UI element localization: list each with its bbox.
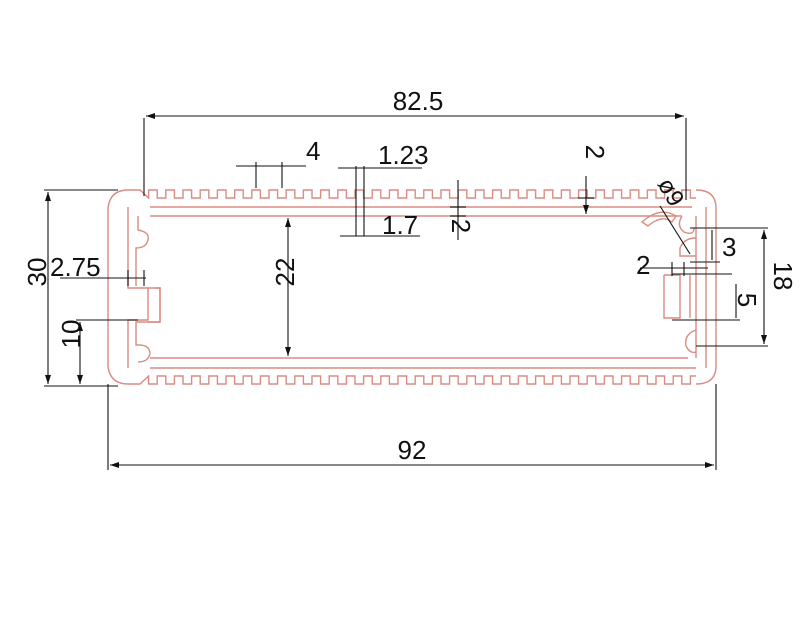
inner-bottom-wall — [150, 357, 696, 369]
bottom-fins — [128, 374, 696, 385]
dim-fin-height: 2 — [580, 145, 610, 159]
left-slot — [148, 287, 161, 323]
dim-overall-width: 92 — [398, 435, 427, 465]
dim-slot-spacing: 18 — [768, 262, 798, 291]
dim-hole-diameter: ø9 — [652, 173, 689, 211]
dim-overall-inner-span: 82.5 — [393, 86, 444, 116]
dim-wall-offset: 1.7 — [382, 210, 418, 240]
dim-groove-span: 5 — [732, 293, 762, 307]
dimension-labels: 82.5 92 30 2.75 10 22 4 1.23 1.7 2 2 3 2… — [22, 86, 798, 465]
dim-fin-pitch: 4 — [306, 136, 320, 166]
dim-wall-thickness: 2 — [446, 219, 476, 233]
outer-shell-right — [695, 189, 717, 385]
outer-shell-outline — [107, 189, 129, 385]
top-fins — [128, 189, 696, 200]
dimension-lines — [44, 113, 768, 470]
inner-top-wall — [150, 206, 692, 217]
right-groove — [640, 211, 677, 227]
dim-wall-inset: 2.75 — [50, 252, 101, 282]
right-wall — [663, 207, 707, 368]
dim-groove-depth: 3 — [722, 232, 736, 262]
enclosure-profile — [107, 189, 717, 385]
dim-height: 30 — [22, 258, 52, 287]
dim-inner-height: 22 — [270, 258, 300, 287]
dim-slot-height: 10 — [56, 320, 86, 349]
dim-groove-gap: 2 — [636, 250, 650, 280]
dim-fin-width: 1.23 — [378, 140, 429, 170]
